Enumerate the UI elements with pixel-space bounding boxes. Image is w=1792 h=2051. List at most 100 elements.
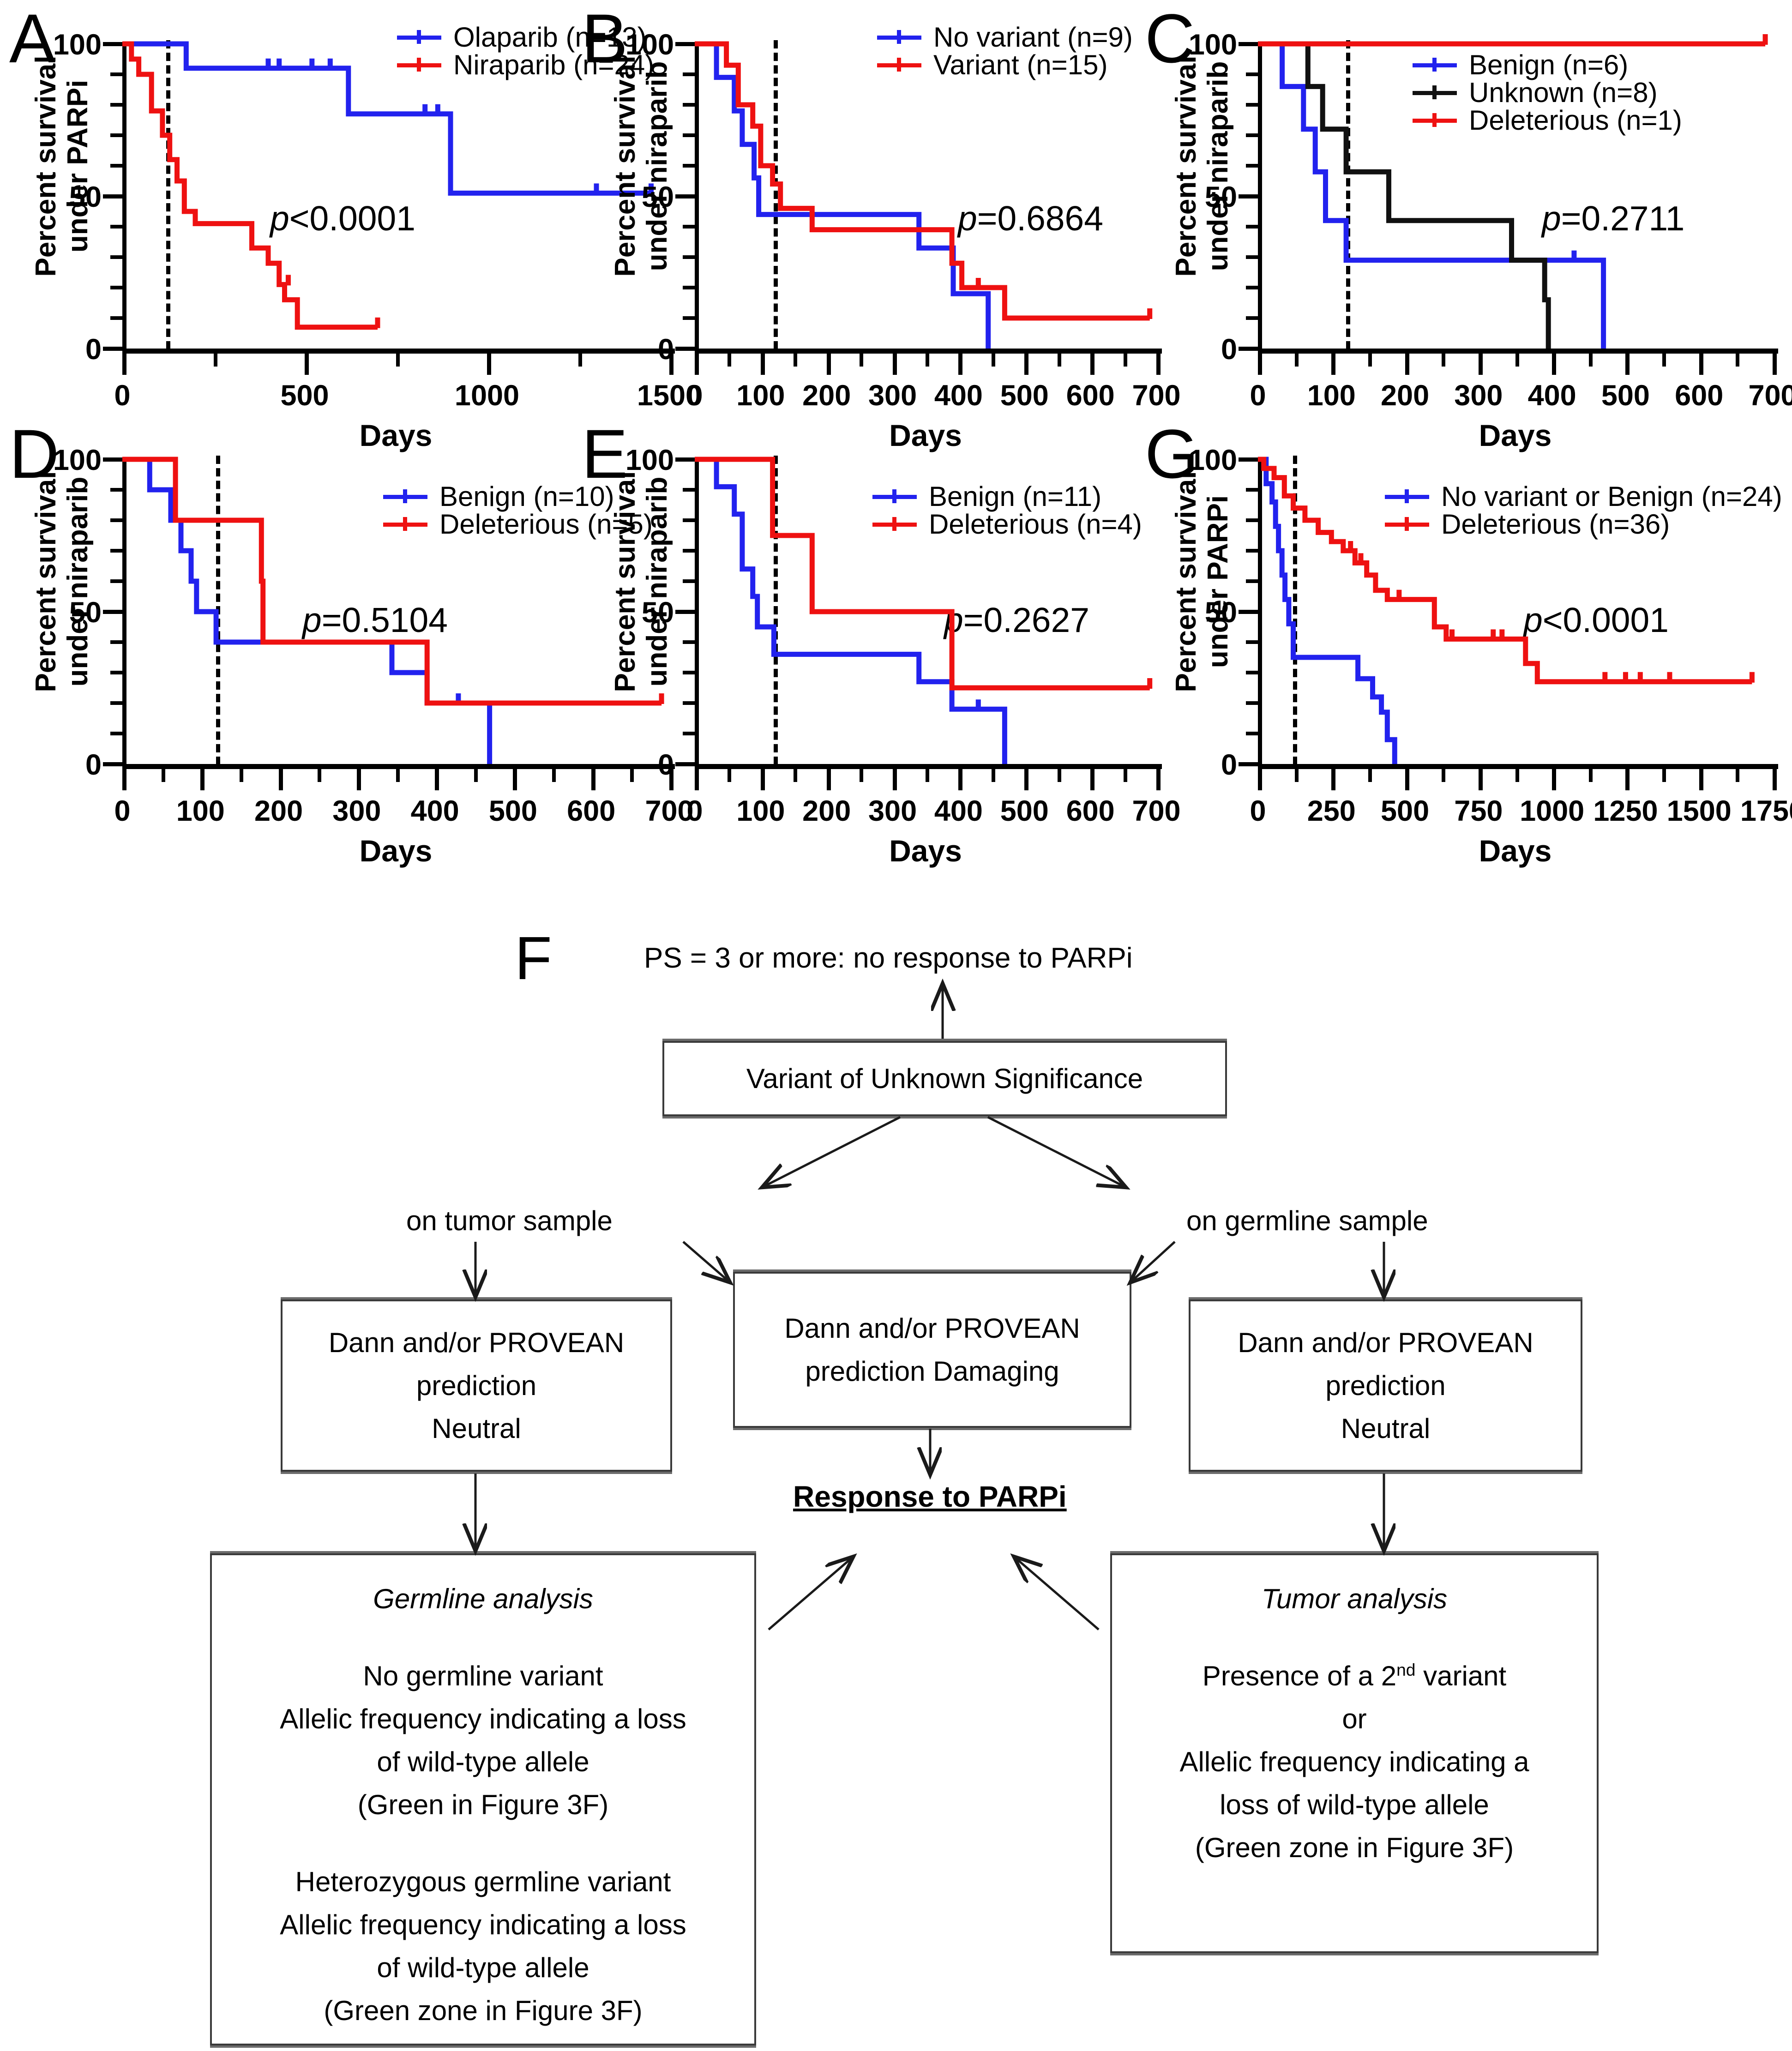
x-minor-tick-g-6	[1736, 769, 1740, 782]
x-ticklabel-b-0: 0	[686, 379, 703, 412]
flow-box-germline-g2-line-3: of wild-type allele	[377, 1952, 589, 1983]
y-minor-tick-b-40	[683, 225, 695, 229]
x-ticklabel-b-3: 300	[868, 379, 917, 412]
y-ticklabel-g-1: 50	[1204, 596, 1237, 629]
x-minor-tick-g-1	[1368, 769, 1372, 782]
flow-box-tumor-line-3: Allelic frequency indicating a	[1179, 1746, 1529, 1777]
flow-box-vus-line: Variant of Unknown Significance	[746, 1063, 1143, 1094]
km-curve-a-0	[122, 41, 651, 196]
y-ticklabel-e-1: 50	[641, 596, 674, 629]
flow-box-right-line-3: Neutral	[1341, 1413, 1431, 1444]
y-minor-tick-d-70	[110, 549, 122, 553]
x-axis-title-c: Days	[1479, 418, 1552, 452]
legend-row-c-2: Deleterious (n=1)	[1413, 105, 1682, 136]
flow-box-germline-g2-line-2: Allelic frequency indicating a loss	[280, 1909, 686, 1940]
legend-censor-tick-icon	[403, 517, 407, 531]
x-ticklabel-c-7: 700	[1748, 379, 1792, 412]
x-axis-line-d	[122, 764, 675, 769]
x-tick-d-5	[513, 769, 517, 790]
y-ticklabel-d-2: 100	[53, 444, 102, 476]
y-ticklabel-a-2: 100	[53, 29, 102, 61]
y-minor-tick-d-20	[110, 701, 122, 705]
y-tick-b-0	[675, 347, 695, 351]
flow-box-left-prediction-neutral: Dann and/or PROVEAN prediction Neutral	[281, 1299, 672, 1472]
y-ticklabel-a-1: 50	[69, 181, 102, 213]
x-axis-title-g: Days	[1479, 834, 1552, 868]
x-minor-tick-g-5	[1662, 769, 1666, 782]
legend-marker-d-1	[383, 516, 427, 532]
x-axis-line-a	[122, 349, 675, 354]
x-tick-c-7	[1773, 354, 1777, 375]
x-minor-tick-d-4	[474, 769, 478, 782]
y-minor-tick-b-90	[683, 72, 695, 76]
legend-marker-c-0	[1413, 57, 1457, 72]
x-ticklabel-b-4: 400	[934, 379, 983, 412]
x-ticklabel-a-1: 500	[280, 379, 329, 412]
y-axis-line-a	[122, 44, 126, 349]
y-ticklabel-e-0: 0	[657, 749, 674, 781]
p-value-a: p<0.0001	[270, 199, 415, 238]
legend-row-b-1: Variant (n=15)	[877, 49, 1133, 80]
x-tick-g-5	[1625, 769, 1630, 790]
flow-box-germline-g2-line-4: (Green zone in Figure 3F)	[324, 1995, 643, 2026]
x-minor-tick-c-6	[1736, 354, 1740, 367]
panel-letter-a: A	[9, 0, 56, 77]
x-ticklabel-d-1: 100	[176, 795, 225, 827]
y-minor-tick-a-40	[110, 225, 122, 229]
legend-e: Benign (n=11)Deleterious (n=4)	[872, 481, 1142, 540]
x-ticklabel-b-7: 700	[1132, 379, 1181, 412]
legend-label-a-1: Niraparib (n=24)	[453, 49, 655, 80]
x-tick-g-1	[1331, 769, 1336, 790]
y-minor-tick-g-60	[1246, 579, 1258, 583]
x-ticklabel-a-3: 1500	[637, 379, 702, 412]
flow-box-germline-g2-line-1: Heterozygous germline variant	[295, 1866, 671, 1897]
legend-row-g-0: No variant or Benign (n=24)	[1385, 481, 1782, 512]
y-ticklabel-c-2: 100	[1188, 29, 1237, 61]
reference-dashed-line-c	[1346, 40, 1351, 349]
legend-censor-tick-icon	[897, 58, 901, 72]
y-tick-g-1	[1239, 610, 1258, 614]
y-tick-c-1	[1239, 194, 1258, 198]
p-value-d: p=0.5104	[302, 601, 448, 639]
x-ticklabel-b-5: 500	[1000, 379, 1049, 412]
legend-censor-tick-icon	[417, 58, 421, 72]
y-ticklabel-c-0: 0	[1221, 333, 1237, 366]
x-tick-d-3	[356, 769, 361, 790]
panel-letter-g: G	[1145, 415, 1199, 493]
x-minor-tick-a-0	[213, 354, 217, 367]
panel-letter-b: B	[582, 0, 628, 77]
km-curve-g-0	[1258, 457, 1397, 764]
y-axis-line-d	[122, 459, 126, 764]
legend-marker-c-2	[1413, 112, 1457, 128]
x-axis-title-a: Days	[359, 418, 433, 452]
panel-letter-f: F	[515, 924, 552, 992]
legend-row-b-0: No variant (n=9)	[877, 21, 1133, 53]
y-minor-tick-e-60	[683, 579, 695, 583]
x-tick-c-3	[1478, 354, 1483, 375]
y-minor-tick-a-80	[110, 103, 122, 107]
x-minor-tick-e-4	[991, 769, 995, 782]
x-minor-tick-d-6	[630, 769, 634, 782]
x-axis-line-b	[695, 349, 1162, 354]
x-ticklabel-g-7: 1750	[1740, 795, 1792, 827]
x-tick-d-2	[278, 769, 283, 790]
flow-label-on-germline-sample: on germline sample	[1186, 1205, 1428, 1236]
legend-label-b-0: No variant (n=9)	[933, 21, 1133, 53]
y-tick-a-2	[103, 42, 122, 46]
y-tick-c-2	[1239, 42, 1258, 46]
y-ticklabel-a-0: 0	[85, 333, 102, 366]
x-tick-g-0	[1258, 769, 1262, 790]
legend-marker-b-0	[877, 29, 921, 45]
x-tick-e-4	[958, 769, 963, 790]
y-ticklabel-g-0: 0	[1221, 749, 1237, 781]
legend-row-e-0: Benign (n=11)	[872, 481, 1142, 512]
x-ticklabel-g-5: 1250	[1593, 795, 1658, 827]
x-tick-d-6	[591, 769, 595, 790]
y-minor-tick-c-10	[1246, 316, 1258, 320]
x-minor-tick-d-5	[552, 769, 556, 782]
y-minor-tick-a-60	[110, 164, 122, 168]
